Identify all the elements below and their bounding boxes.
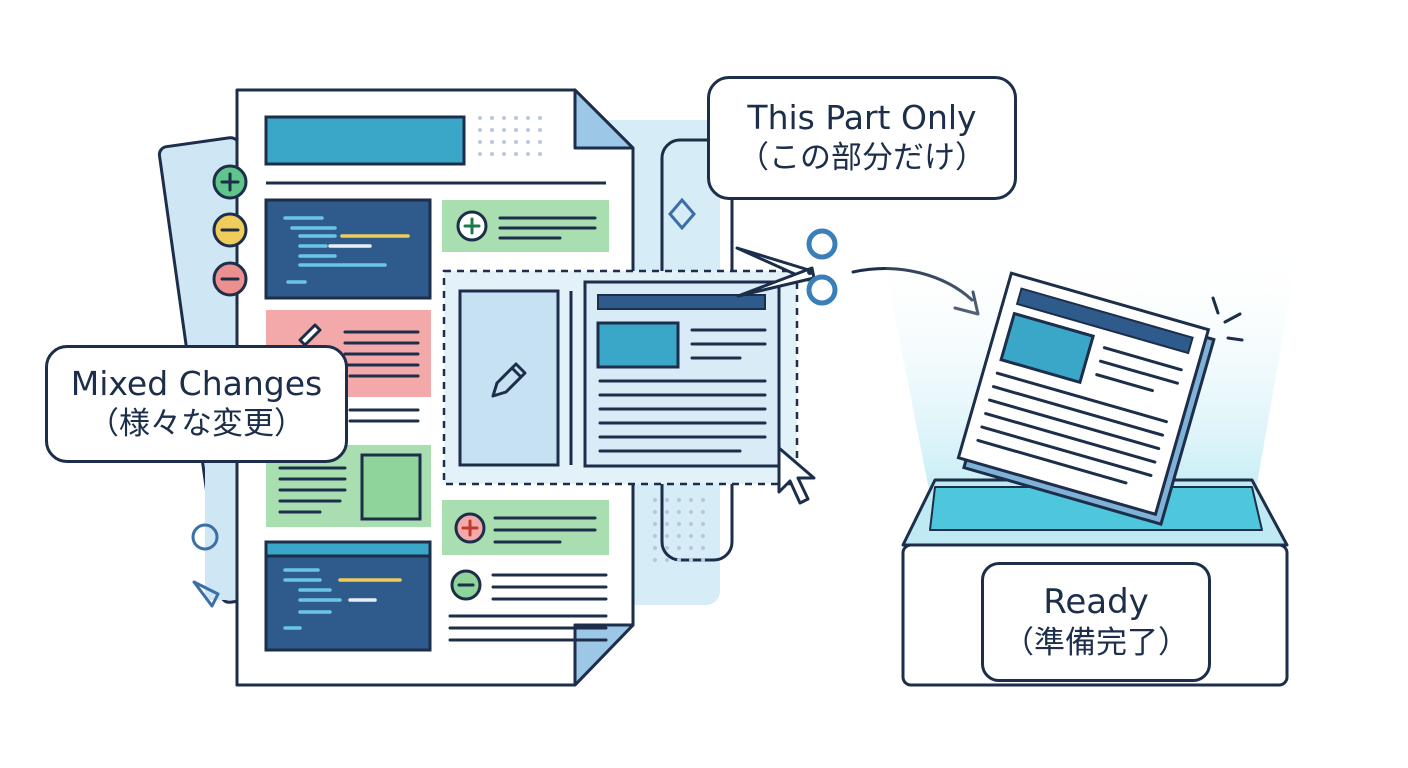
scissors-icon <box>735 228 838 306</box>
callout-ready: Ready （準備完了） <box>981 562 1211 682</box>
added-image-placeholder <box>360 453 422 521</box>
callout-this-part-only: This Part Only （この部分だけ） <box>707 76 1017 200</box>
callout-this-part-only-en: This Part Only <box>747 98 977 138</box>
pencil-icon-small <box>298 323 322 347</box>
diamond-shape <box>668 197 696 231</box>
selected-article <box>583 280 781 468</box>
selection-region <box>442 269 799 486</box>
page-fold-top <box>573 88 635 150</box>
extracted-page <box>956 271 1216 526</box>
main-document <box>235 88 635 687</box>
callout-this-part-only-jp: （この部分だけ） <box>738 140 986 177</box>
callout-mixed-changes-jp: （様々な変更） <box>88 406 305 443</box>
dot-grid-top <box>478 116 542 156</box>
dot-grid-bottom <box>653 498 705 562</box>
selected-panel <box>458 289 560 467</box>
page-fold-bottom <box>573 623 635 687</box>
callout-ready-jp: （準備完了） <box>1003 625 1189 662</box>
circle-shape <box>191 523 219 551</box>
triangle-shape <box>192 580 220 608</box>
doc-title-bar <box>264 115 466 166</box>
sparkle-icon <box>1211 296 1244 342</box>
change-markers <box>212 164 248 297</box>
code-lines-1 <box>283 216 410 284</box>
callout-ready-en: Ready <box>1043 581 1149 622</box>
callout-mixed-changes-en: Mixed Changes <box>70 364 323 404</box>
code-lines-2 <box>283 568 402 630</box>
pencil-icon <box>491 362 527 398</box>
cursor-arrow-icon <box>777 446 816 505</box>
callout-mixed-changes: Mixed Changes （様々な変更） <box>45 345 348 463</box>
code-block-2 <box>264 540 432 652</box>
